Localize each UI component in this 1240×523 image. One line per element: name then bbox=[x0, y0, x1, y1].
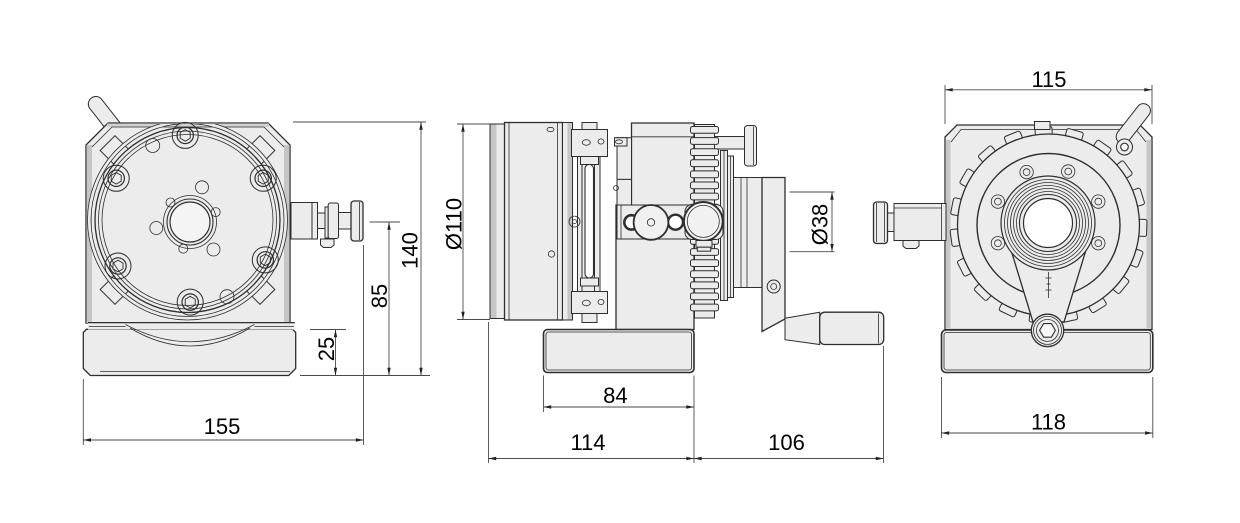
svg-text:114: 114 bbox=[570, 430, 605, 455]
svg-text:25: 25 bbox=[314, 337, 339, 361]
svg-text:Ø38: Ø38 bbox=[808, 204, 833, 246]
svg-text:106: 106 bbox=[768, 430, 805, 455]
svg-text:118: 118 bbox=[1031, 410, 1066, 435]
svg-text:84: 84 bbox=[603, 383, 627, 408]
svg-text:140: 140 bbox=[398, 232, 423, 269]
svg-text:155: 155 bbox=[204, 414, 241, 439]
svg-text:Ø110: Ø110 bbox=[442, 198, 467, 250]
svg-text:115: 115 bbox=[1031, 67, 1066, 92]
svg-text:85: 85 bbox=[367, 284, 392, 308]
